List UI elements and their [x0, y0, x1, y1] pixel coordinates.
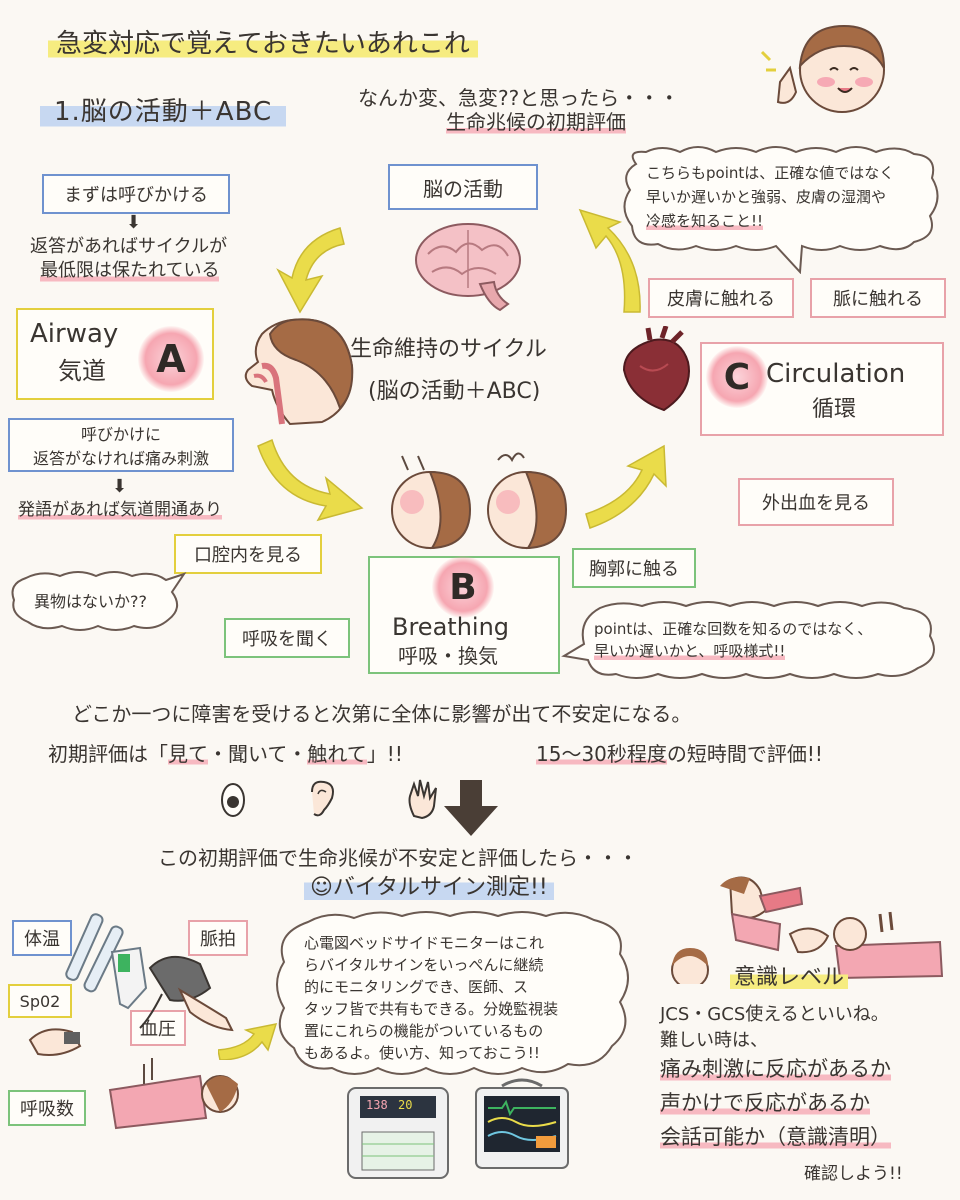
monitor-line-3: 的にモニタリングでき、医師、ス [304, 978, 528, 996]
vitals-devices-illustration [28, 913, 239, 1130]
consciousness-line-2: 難しい時は、 [660, 1030, 768, 1051]
summary-time: 15〜30秒程度の短時間で評価!! [536, 742, 823, 767]
breathing-point-bubble [561, 601, 935, 679]
hand-icon [408, 779, 437, 820]
summary-time-range: 15〜30秒程度 [536, 742, 667, 766]
cycle-arrows [257, 208, 667, 529]
consciousness-confirm: 確認しよう!! [804, 1164, 903, 1184]
consciousness-check-2: 声かけで反応があるか [660, 1090, 870, 1117]
monitor-line-5: 置にこれらの機能がついているもの [304, 1022, 544, 1040]
ear-icon [311, 780, 334, 817]
consciousness-title: 意識レベル [730, 964, 849, 992]
summary-dot-1: ・ [208, 742, 228, 766]
summary-prefix: 初期評価は「 [48, 742, 168, 766]
breathing-point-line-1: pointは、正確な回数を知るのではなく、 [594, 620, 873, 638]
nurse-face-illustration [760, 24, 885, 113]
circulation-point-line-1: こちらもpointは、正確な値ではなく [646, 164, 895, 182]
foreign-body-text: 異物はないか?? [34, 592, 147, 611]
heart-illustration [622, 326, 690, 412]
breathing-letter-badge: B [432, 556, 494, 618]
circulation-point-line-2: 早いか遅いかと強弱、皮膚の湿潤や [646, 188, 887, 206]
circulation-en-label: Circulation [766, 359, 906, 389]
reply-line-1: 返答があればサイクルが [30, 236, 228, 257]
touch-chest-box: 胸郭に触る [572, 548, 696, 588]
bedside-monitor-illustration [475, 1078, 569, 1169]
summary-time-suffix: の短時間で評価!! [666, 742, 823, 766]
circulation-point-line-3: 冷感を知ること!! [646, 212, 764, 231]
call-out-box: まずは呼びかける [42, 174, 230, 214]
down-arrow-icon-2: ⬇ [112, 476, 128, 497]
monitor-screen-value-b: 20 [398, 1098, 413, 1112]
breathing-jp-label: 呼吸・換気 [398, 644, 498, 668]
consciousness-illustration [671, 876, 944, 984]
summary-listen: 聞いて [228, 742, 288, 766]
touch-skin-box: 皮膚に触れる [648, 278, 794, 318]
right-arrow-icon [218, 1023, 278, 1060]
summary-suffix: 」!! [366, 742, 403, 766]
monitor-line-1: 心電図ベッドサイドモニターはこれ [304, 934, 545, 952]
airway-letter-badge: A [138, 326, 204, 392]
brain-activity-label: 脳の活動 [388, 164, 538, 210]
consciousness-check-3: 会話可能か（意識清明） [660, 1124, 891, 1151]
monitor-line-4: タッフ皆で共有もできる。分娩監視装 [304, 1000, 559, 1018]
down-arrow-icon: ⬇ [126, 212, 142, 233]
monitor-line-6: もあるよ。使い方、知っておこう!! [304, 1044, 540, 1062]
resp-label: 呼吸数 [8, 1090, 86, 1126]
consciousness-check-1: 痛み刺激に反応があるか [660, 1056, 891, 1083]
airway-head-illustration [244, 318, 354, 426]
foreign-body-bubble [11, 571, 187, 631]
breathing-heads-illustration [391, 452, 568, 550]
vitals-title: ☺バイタルサイン測定!! [304, 874, 554, 902]
circulation-point-bubble [623, 146, 939, 274]
airway-en-label: Airway [30, 319, 119, 349]
section-heading: 1.脳の活動＋ABC [40, 96, 287, 129]
vitals-intro: この初期評価で生命兆候が不安定と評価したら・・・ [158, 846, 638, 870]
no-reply-box: 呼びかけに 返答がなければ痛み刺激 [8, 418, 234, 472]
breathing-point-line-2: 早いか遅いかと、呼吸様式!! [594, 642, 786, 661]
monitor-line-2: らバイタルサインをいっぺんに継続 [304, 956, 544, 974]
eye-icon [221, 783, 245, 817]
monitor-bubble [276, 911, 629, 1075]
listen-breath-box: 呼吸を聞く [224, 618, 350, 658]
airway-jp-label: 気道 [58, 357, 106, 385]
summary-line-1: どこか一つに障害を受けると次第に全体に影響が出て不安定になる。 [72, 702, 692, 726]
big-down-arrow-icon [444, 780, 498, 836]
summary-line-2: 初期評価は「見て・聞いて・触れて」!! [48, 742, 403, 767]
page-title: 急変対応で覚えておきたいあれこれ [48, 28, 478, 61]
cycle-title-2: (脳の活動＋ABC) [368, 379, 541, 404]
circulation-letter-badge: C [706, 346, 768, 408]
circulation-jp-label: 循環 [812, 397, 857, 422]
touch-pulse-box: 脈に触れる [810, 278, 946, 318]
cycle-title-1: 生命維持のサイクル [350, 337, 547, 362]
temp-label: 体温 [12, 920, 72, 956]
intro-line-2: 生命兆候の初期評価 [446, 110, 626, 135]
monitor-screen-value-a: 138 [366, 1098, 388, 1112]
summary-look: 見て [168, 742, 208, 766]
spo2-label: Sp02 [8, 984, 72, 1018]
pulse-label: 脈拍 [188, 920, 248, 956]
summary-touch: 触れて [307, 742, 367, 766]
consciousness-line-1: JCS・GCS使えるといいね。 [660, 1004, 889, 1025]
intro-line-1: なんか変、急変??と思ったら・・・ [358, 86, 680, 110]
bp-label: 血圧 [130, 1010, 186, 1046]
brain-illustration [415, 223, 521, 312]
check-mouth-box: 口腔内を見る [174, 534, 322, 574]
no-reply-line-2: 返答がなければ痛み刺激 [32, 449, 209, 468]
summary-dot-2: ・ [287, 742, 308, 766]
breathing-en-label: Breathing [392, 613, 510, 641]
fetal-monitor-illustration [347, 1087, 449, 1179]
no-reply-line-1: 呼びかけに [80, 425, 161, 444]
speech-airway-open: 発語があれば気道開通あり [18, 500, 222, 522]
check-bleeding-box: 外出血を見る [738, 478, 894, 526]
reply-line-2: 最低限は保たれている [40, 260, 220, 283]
